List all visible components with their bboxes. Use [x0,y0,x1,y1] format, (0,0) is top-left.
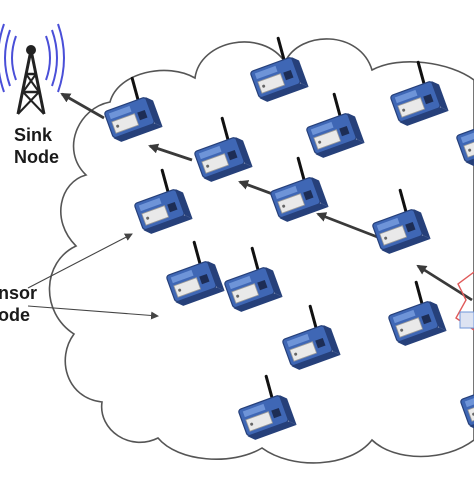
sensor-label-line-1: nsor [0,283,38,303]
sensor-node-icon [104,76,163,142]
sensor-node-label: nsor ode [0,282,37,326]
sink-node-label: Sink Node [14,124,59,168]
sensor-node-icon [166,240,225,306]
sensor-node-icon [456,121,474,166]
sensor-node-icon [388,280,447,346]
arrow-hop-3 [148,143,193,162]
sink-label-line-1: Sink [14,125,53,145]
arrow-hop-1 [316,212,381,240]
event-source-icon [455,271,474,331]
arrow-hop-4 [60,92,105,120]
sink-node-tower-icon [0,23,65,115]
sensor-node-icon [238,374,297,440]
sensor-node-icon [390,60,449,126]
sensor-label-line-2: ode [0,305,31,325]
sensor-node-icon [224,246,283,312]
sink-label-line-2: Node [14,147,59,167]
sensor-node-icon [270,156,329,222]
sensor-node-icon [372,188,431,254]
sensor-node-icon [460,385,474,430]
sensor-node-icon [282,304,341,370]
sensor-node-icon [306,92,365,158]
sensor-label-pointers [27,233,159,320]
sensor-node-icon [194,116,253,182]
sensor-node-icon [250,36,309,102]
sensor-node-icon [134,168,193,234]
sensor-nodes [104,36,474,440]
